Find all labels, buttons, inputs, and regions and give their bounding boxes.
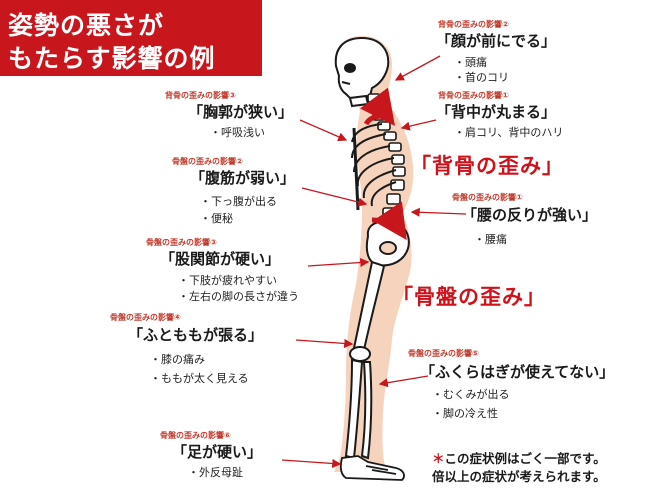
effect-chest-symptom-1: ・呼吸浅い <box>210 126 265 139</box>
title-line-1: 姿勢の悪さが <box>8 11 165 40</box>
title-line-2: もたらす影響の例 <box>8 44 216 73</box>
footnote-line-1-text: この症状例はごく一部です。 <box>444 451 606 466</box>
footnote-line-1: ＊この症状例はごく一部です。 <box>432 448 606 467</box>
effect-thigh-symptom-1: ・膝の痛み <box>150 353 205 366</box>
effect-abs-heading: 「腹筋が弱い」 <box>190 169 296 187</box>
effect-abs-category: 骨盤の歪みの影響② <box>172 157 243 166</box>
effect-chest-category: 背骨の歪みの影響③ <box>165 91 236 100</box>
effect-foot-heading: 「足が硬い」 <box>172 443 263 461</box>
effect-hip-category: 骨盤の歪みの影響③ <box>146 238 217 247</box>
footnote-mark: ＊ <box>432 451 445 466</box>
effect-calf-heading: 「ふくらはぎが使えてない」 <box>420 363 615 381</box>
effect-thigh-symptom-2: ・ももが太く見える <box>150 372 249 385</box>
effect-hip-heading: 「股関節が硬い」 <box>160 250 281 268</box>
effect-chest-heading: 「胸郭が狭い」 <box>188 103 294 121</box>
effect-back-symptom-1: ・肩コリ、背中のハリ <box>454 126 564 139</box>
effect-face-symptom-2: ・首のコリ <box>454 71 509 84</box>
spine-arrow <box>359 87 396 126</box>
pelvis <box>365 220 410 267</box>
leg-bones <box>344 260 386 460</box>
effect-hip-symptom-1: ・下肢が疲れやすい <box>178 274 277 287</box>
effect-back-category: 背骨の歪みの影響① <box>438 91 509 100</box>
effect-hip-symptom-2: ・左右の脚の長さが違う <box>178 290 299 303</box>
effect-face-heading: 「顔が前にでる」 <box>436 32 557 50</box>
effect-back-heading: 「背中が丸まる」 <box>436 103 557 121</box>
effect-foot-symptom-1: ・外反母趾 <box>188 466 243 479</box>
footnote-line-2: 倍以上の症状が考えられます。 <box>432 469 606 484</box>
effect-abs-symptom-2: ・便秘 <box>200 212 233 225</box>
effect-waist-category: 骨盤の歪みの影響① <box>452 193 523 202</box>
effect-face-category: 背骨の歪みの影響② <box>438 20 509 29</box>
title-banner: 姿勢の悪さが もたらす影響の例 <box>0 0 262 76</box>
effect-thigh-heading: 「ふとももが張る」 <box>128 326 264 344</box>
effect-calf-symptom-2: ・脚の冷え性 <box>432 407 498 420</box>
effect-thigh-category: 骨盤の歪みの影響④ <box>110 313 181 322</box>
effect-calf-symptom-1: ・むくみが出る <box>432 388 510 401</box>
pelvis-distortion-label: 「骨盤の歪み」 <box>392 285 546 309</box>
ribcage <box>351 123 397 211</box>
effect-waist-symptom-1: ・腰痛 <box>474 233 507 246</box>
pelvis-arrow <box>371 201 407 241</box>
effect-foot-category: 骨盤の歪みの影響⑥ <box>160 431 231 440</box>
effect-calf-category: 骨盤の歪みの影響⑤ <box>408 349 479 358</box>
leader-lines <box>281 55 467 469</box>
spine-distortion-label: 「背骨の歪み」 <box>410 154 564 178</box>
effect-face-symptom-1: ・頭痛 <box>454 56 487 69</box>
effect-abs-symptom-1: ・下っ腹が出る <box>200 195 277 208</box>
effect-waist-heading: 「腰の反りが強い」 <box>462 206 598 224</box>
